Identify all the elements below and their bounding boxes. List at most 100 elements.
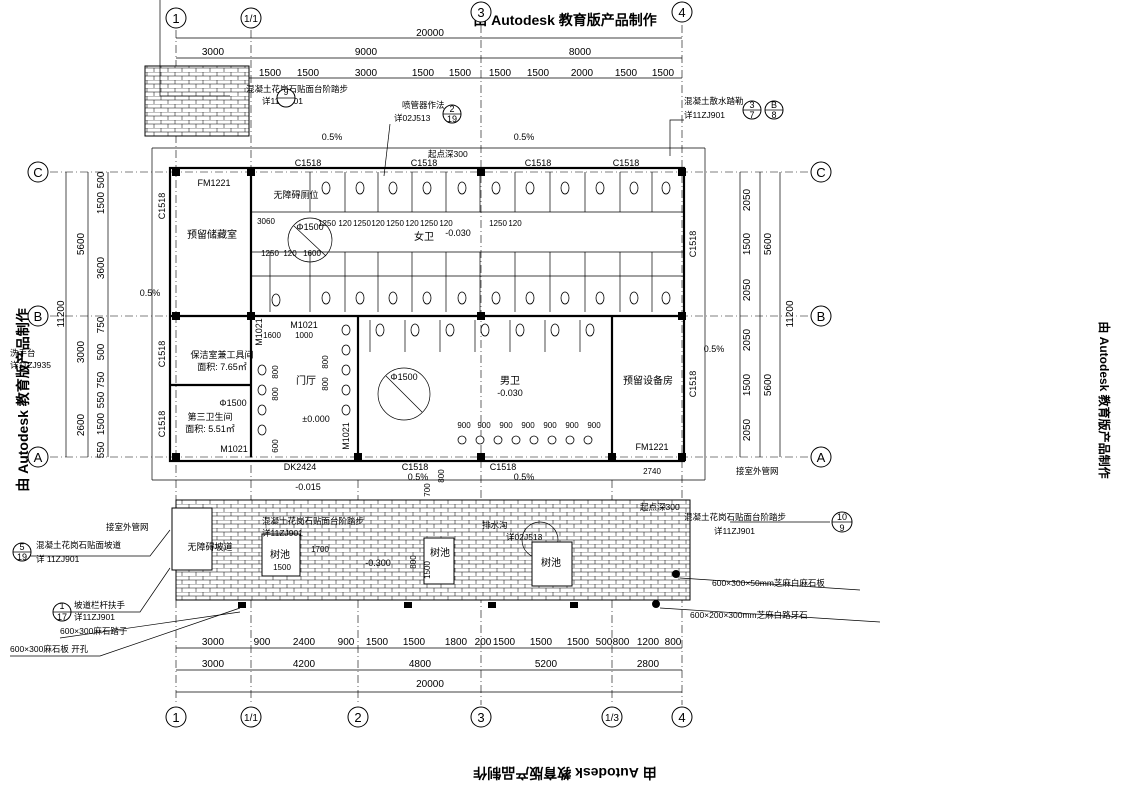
window-tag-3: C1518	[613, 158, 640, 168]
misc-dim-11: 700	[423, 483, 432, 497]
axis-bottom-4: 1/3	[605, 713, 619, 724]
misc-dim-14: 3060	[257, 217, 275, 226]
building-walls	[151, 147, 706, 481]
door-tag-4: M1021	[254, 318, 264, 346]
dim-left-r2-1: 1500	[96, 191, 107, 214]
door-tag-3: M1021	[220, 444, 248, 454]
dim-bot-r1-8: 1500	[493, 637, 516, 648]
misc-dim-10: 1500	[423, 561, 432, 579]
note-step-bottom-ref: 详11ZJ901	[262, 528, 303, 538]
dim-bottom-row1: 3000 900 2400 900 1500 1500 1800 200 150…	[202, 637, 682, 648]
axis-top-1: 1/1	[244, 14, 258, 25]
urinal-dim-2: 900	[499, 421, 513, 430]
room-tool-area: 面积: 7.65㎡	[197, 361, 247, 372]
dim-right-total: 11200	[785, 300, 796, 328]
dim-bot-r1-11: 500	[596, 637, 613, 648]
callout-4-top: 10	[837, 512, 847, 522]
note-stone-curb: 600×200×300mm芝麻白路牙石	[690, 610, 808, 620]
urinal-dim-6: 900	[587, 421, 601, 430]
axis-right-0: C	[816, 165, 825, 180]
structural-columns	[172, 168, 686, 461]
slope-0: 0.5%	[322, 132, 343, 142]
callout-2-bottom: 7	[749, 110, 754, 120]
stall-dim-4: 1250	[353, 219, 371, 228]
callout-6-top: 17	[57, 612, 67, 622]
callout-3-top: B	[771, 100, 777, 110]
dim-bot-r2-4: 2800	[637, 659, 660, 670]
room-ramp: 无障碍坡道	[187, 541, 232, 552]
tree-pool-center	[423, 537, 455, 585]
axis-bottom-3: 3	[477, 710, 484, 725]
level-4: -0.300	[365, 558, 391, 568]
slope-3: 0.5%	[514, 472, 535, 482]
stall-dim-1: 120	[283, 249, 297, 258]
dim-left-r2-6: 550	[96, 391, 107, 408]
misc-dim-4: 800	[271, 365, 280, 379]
callout-4-bottom: 9	[839, 523, 844, 533]
door-tag-5: M1021	[341, 422, 351, 450]
axis-bubbles-left: C B A	[27, 161, 49, 468]
stall-dim-2: 1250	[318, 219, 336, 228]
dim-right-r2-1: 1500	[742, 232, 753, 255]
dim-bot-r1-3: 900	[338, 637, 355, 648]
room-womens: 女卫	[414, 230, 434, 243]
room-accessible-stall: 无障碍厕位	[273, 189, 318, 200]
stall-dim-3: 120	[338, 219, 352, 228]
dim-bot-r1-4: 1500	[366, 637, 389, 648]
diam-1: Φ1500	[390, 372, 417, 382]
diam-0: Φ1500	[296, 222, 323, 232]
dim-bottom-row2: 3000 4200 4800 5200 2800	[202, 659, 660, 670]
axis-left-0: C	[33, 165, 42, 180]
note-vent-ref: 详02J513	[394, 113, 431, 123]
window-tag-0: C1518	[295, 158, 322, 168]
urinal-dim-1: 900	[477, 421, 491, 430]
misc-dim-7: 1500	[273, 563, 291, 572]
urinal-dim-5: 900	[565, 421, 579, 430]
dim-bot-r1-13: 1200	[637, 637, 660, 648]
slope-4: 0.5%	[140, 288, 161, 298]
dim-bot-r1-10: 1500	[567, 637, 590, 648]
level-3: -0.015	[295, 482, 321, 492]
dim-top-r2-6: 1500	[412, 68, 435, 79]
slope-2: 0.5%	[408, 472, 429, 482]
dim-right-r1-0: 5600	[763, 232, 774, 255]
toilet-fixtures	[257, 181, 671, 445]
window-tag-8: C1518	[688, 371, 698, 398]
leader-lines	[10, 0, 881, 657]
dim-bot-r2-2: 4800	[409, 659, 432, 670]
note-pipe: 接室外管网	[736, 466, 779, 476]
axis-bottom-1: 1/1	[244, 713, 258, 724]
note-step: 混凝土花岗石贴面台阶踏步	[246, 84, 348, 94]
dim-bot-r1-5: 1500	[403, 637, 426, 648]
dim-top-r1-1: 9000	[355, 47, 378, 58]
window-tag-7: C1518	[688, 231, 698, 258]
tree-pool-left	[261, 533, 301, 577]
watermark-right: 由 Autodesk 教育版产品制作	[1097, 321, 1112, 478]
dim-bot-r1-12: 800	[613, 637, 630, 648]
note-water-ref: 详11ZJ901	[684, 110, 725, 120]
dim-top-r2-9: 1500	[527, 68, 550, 79]
room-pool-right: 树池	[541, 556, 561, 569]
dim-left-r1-0: 5600	[76, 232, 87, 255]
dim-bot-r1-6: 1800	[445, 637, 468, 648]
dim-top-row1: 3000 9000 8000	[202, 47, 592, 58]
room-mens: 男卫	[500, 375, 520, 387]
dim-top-r2-4: 1500	[297, 68, 320, 79]
misc-dim-6: 600	[271, 439, 280, 453]
note-stone-slab: 600×300×50mm芝麻白麻石板	[712, 578, 825, 588]
dim-right-r2-2: 2050	[742, 278, 753, 301]
note-ramp: 混凝土花岗石贴面坡道	[36, 540, 122, 550]
callout-2-top: 3	[749, 100, 754, 110]
stall-dim-5: 120	[371, 219, 385, 228]
dim-right-r1-1: 5600	[763, 373, 774, 396]
note-water: 混凝土散水踏勒	[684, 96, 744, 106]
axis-left-2: A	[34, 450, 43, 465]
stall-dim-8: 1250	[420, 219, 438, 228]
stall-dim-7: 120	[405, 219, 419, 228]
dim-left-total: 11200	[56, 300, 67, 328]
dim-bot-r2-0: 3000	[202, 659, 225, 670]
misc-dim-0: 1600	[263, 331, 281, 340]
room-equipment: 预留设备房	[623, 374, 673, 387]
dim-top-row2: 900 1200 900 1500 1500 3000 1500 1500 15…	[178, 68, 675, 79]
note-vent: 喷管器作法	[402, 100, 445, 110]
